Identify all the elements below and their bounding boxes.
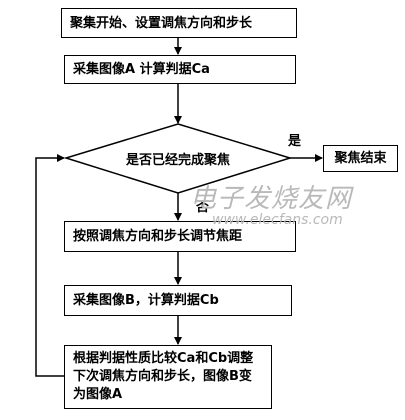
step-capture-b: 采集图像B，计算判据Cb (64, 285, 292, 316)
yes-label: 是 (288, 134, 302, 149)
step-start: 聚集开始、设置调焦方向和步长 (61, 8, 297, 38)
step-end: 聚焦结束 (323, 145, 398, 172)
step-adjust: 按照调焦方向和步长调节焦距 (64, 221, 296, 252)
arrow-loop-back (35, 154, 65, 377)
step-capture-a: 采集图像A 计算判据Ca (64, 55, 296, 84)
decision-label: 是否已经完成聚焦 (125, 153, 230, 168)
no-label: 否 (196, 200, 210, 215)
step-compare: 根据判据性质比较Ca和Cb调整下次调焦方向和步长，图像B变为图像A (64, 345, 272, 409)
